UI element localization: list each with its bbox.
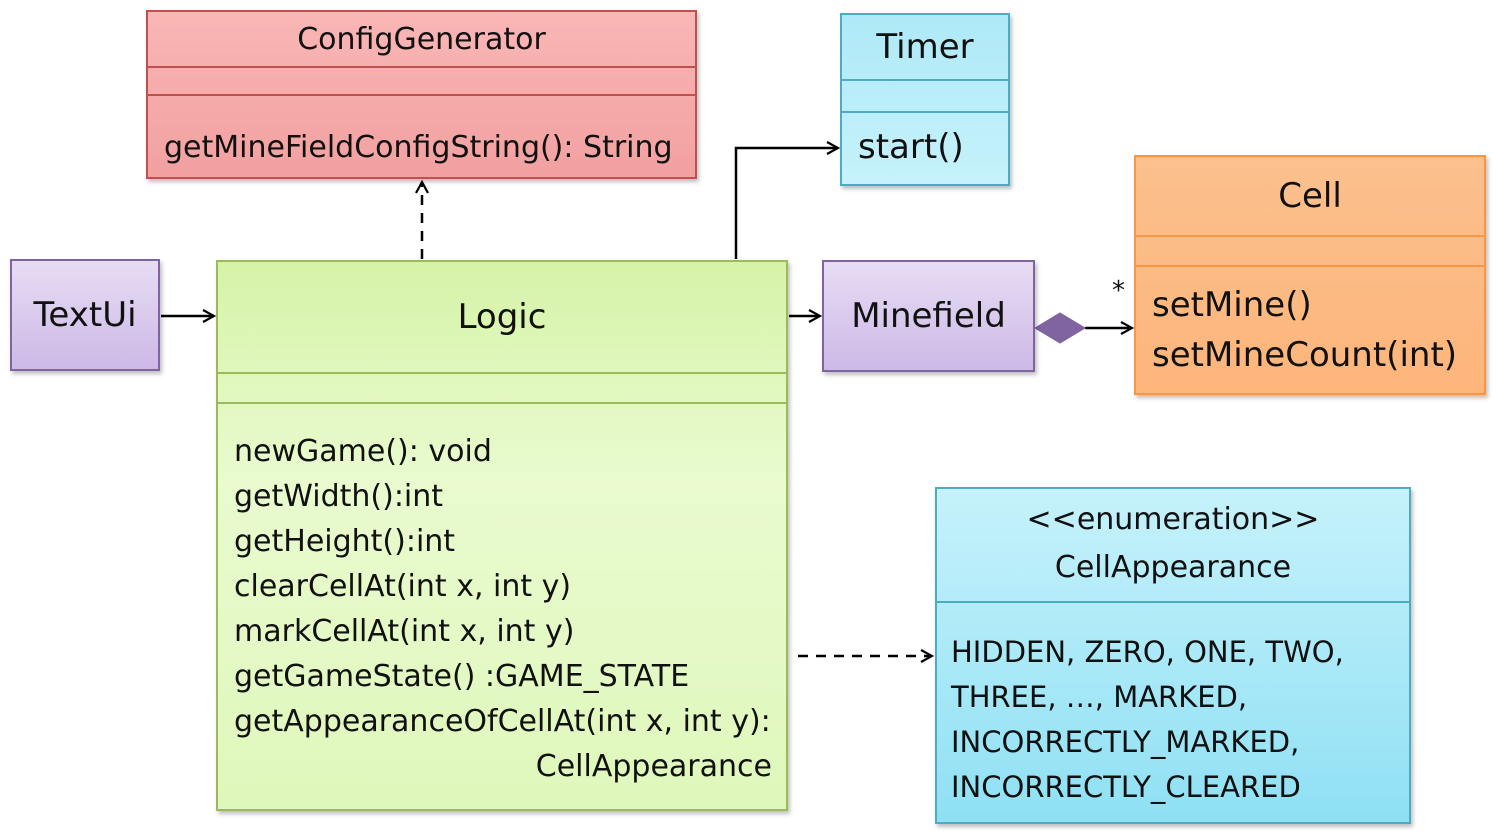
config-generator-method: getMineFieldConfigString(): String — [164, 130, 673, 165]
enum-stereotype: <<enumeration>> — [1026, 501, 1320, 537]
cell-appearance-enum: <<enumeration>> CellAppearance HIDDEN, Z… — [935, 487, 1411, 824]
config-generator-attributes — [148, 66, 695, 94]
cell-appearance-header: <<enumeration>> CellAppearance — [937, 489, 1409, 601]
logic-attributes — [218, 372, 786, 402]
timer-method: start() — [858, 127, 964, 167]
logic-method: clearCellAt(int x, int y) — [234, 569, 572, 604]
logic-method-return: CellAppearance — [535, 749, 772, 784]
cell-name: Cell — [1278, 176, 1342, 216]
logic-method: newGame(): void — [234, 434, 492, 469]
minefield-name: Minefield — [851, 296, 1006, 336]
enum-value-line: INCORRECTLY_CLEARED — [951, 770, 1301, 804]
cell-method: setMine() — [1152, 285, 1312, 325]
timer-attributes — [842, 79, 1008, 111]
config-generator-methods: getMineFieldConfigString(): String — [148, 94, 695, 177]
logic-to-timer-arrow — [734, 148, 838, 259]
cell-attributes — [1136, 235, 1484, 265]
logic-class: Logic newGame(): void getWidth():int get… — [216, 260, 788, 811]
logic-method: getAppearanceOfCellAt(int x, int y): — [234, 704, 771, 739]
enum-value-line: HIDDEN, ZERO, ONE, TWO, — [951, 635, 1344, 669]
enum-value-line: INCORRECTLY_MARKED, — [951, 725, 1300, 759]
logic-method: getWidth():int — [234, 479, 444, 514]
cell-methods: setMine() setMineCount(int) — [1136, 265, 1484, 393]
cell-class: Cell setMine() setMineCount(int) — [1134, 155, 1486, 395]
cell-appearance-values: HIDDEN, ZERO, ONE, TWO, THREE, …, MARKED… — [937, 601, 1409, 822]
timer-name: Timer — [876, 27, 974, 67]
timer-class: Timer start() — [840, 13, 1010, 186]
logic-method: getGameState() :GAME_STATE — [234, 659, 690, 694]
cell-method: setMineCount(int) — [1152, 335, 1458, 375]
config-generator-name: ConfigGenerator — [297, 21, 546, 57]
logic-methods: newGame(): void getWidth():int getHeight… — [218, 402, 786, 809]
logic-name: Logic — [457, 297, 547, 337]
enum-name: CellAppearance — [1054, 549, 1292, 585]
composition-diamond — [1034, 312, 1086, 344]
textui-class: TextUi — [10, 259, 160, 371]
logic-method: markCellAt(int x, int y) — [234, 614, 575, 649]
timer-methods: start() — [842, 111, 1008, 184]
enum-value-line: THREE, …, MARKED, — [951, 680, 1248, 714]
composition-multiplicity: * — [1112, 276, 1125, 306]
logic-method: getHeight():int — [234, 524, 456, 559]
minefield-class: Minefield — [822, 260, 1035, 372]
config-generator-class: ConfigGenerator getMineFieldConfigString… — [146, 10, 697, 179]
textui-name: TextUi — [33, 295, 137, 335]
